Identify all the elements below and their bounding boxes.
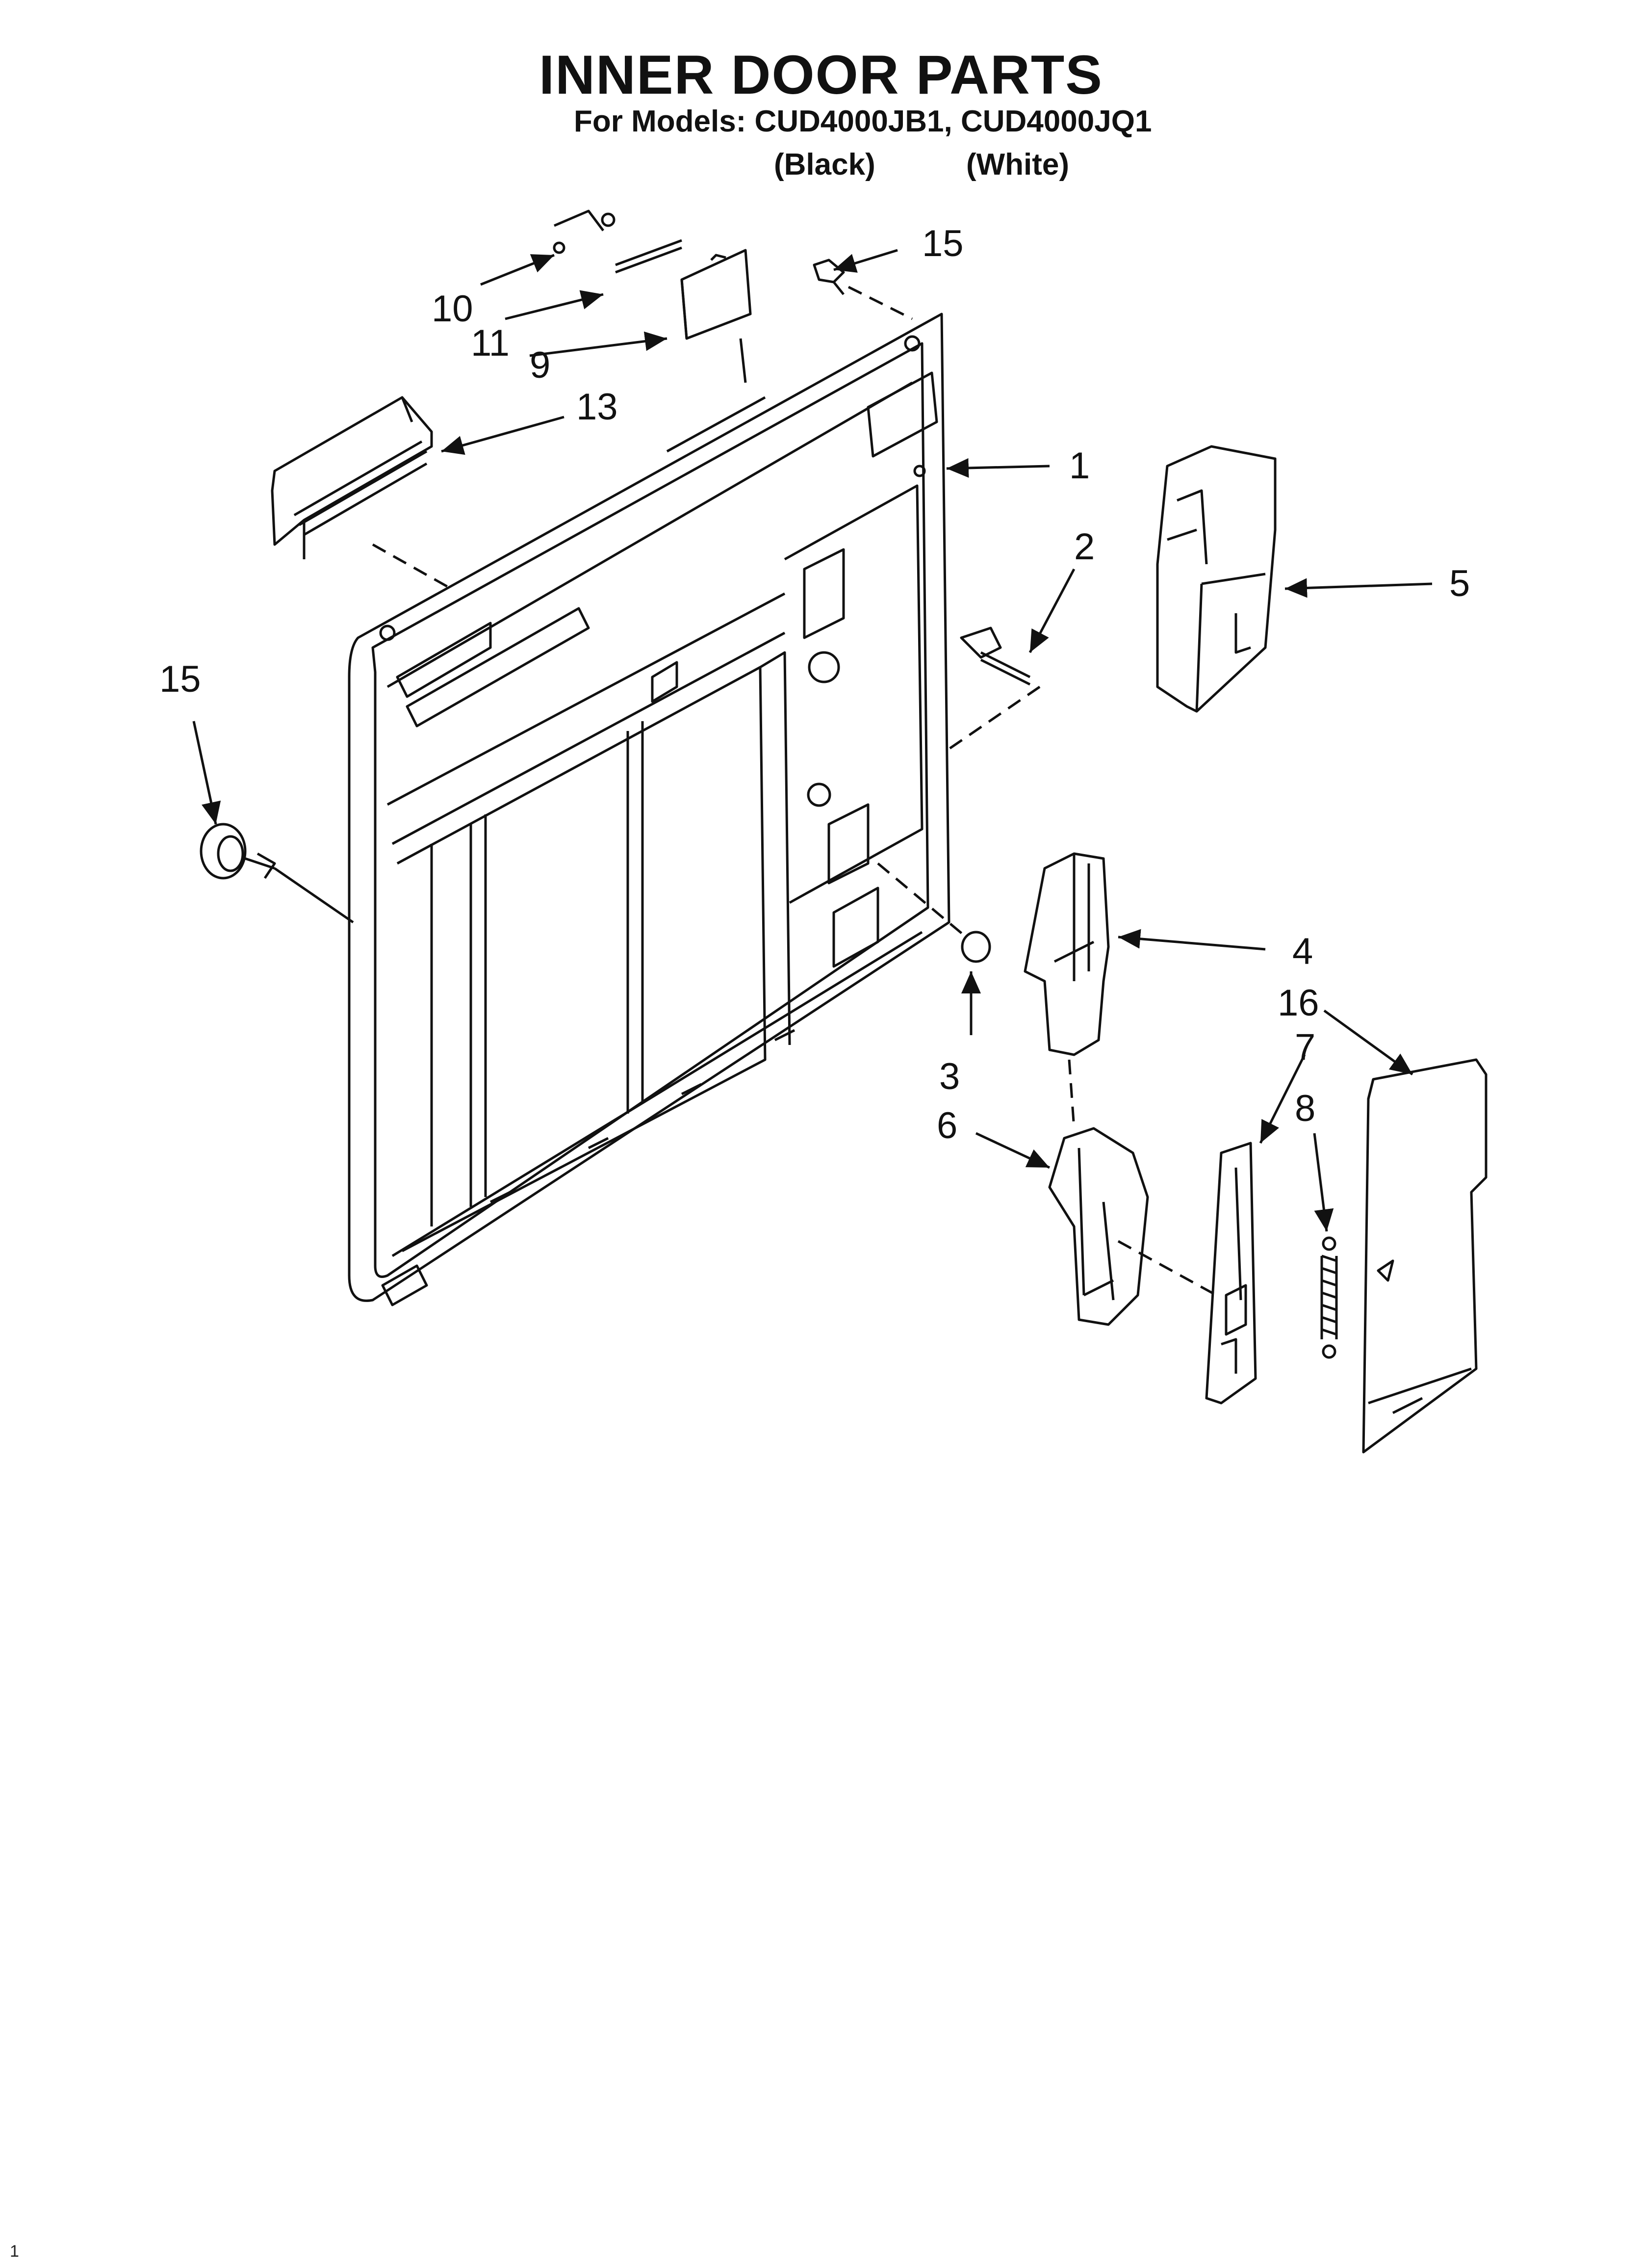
latch-assembly-part xyxy=(1156,445,1277,713)
callout-6: 6 xyxy=(937,1105,957,1147)
knob-part xyxy=(200,823,354,924)
latch-lever-part xyxy=(1024,852,1110,1129)
callout-4: 4 xyxy=(1292,931,1313,972)
latch-housing-part xyxy=(1048,1127,1217,1326)
inner-door-panel-part xyxy=(348,313,950,1306)
screw-part xyxy=(813,259,913,320)
slide-part xyxy=(1205,1142,1257,1405)
callout-9: 9 xyxy=(530,344,550,386)
callout-1: 1 xyxy=(1069,445,1090,487)
latch-pin-part xyxy=(946,626,1041,752)
callout-16: 16 xyxy=(1278,982,1319,1024)
vent-part xyxy=(271,396,452,590)
diagram-title: INNER DOOR PARTS xyxy=(539,44,1103,105)
nut-part xyxy=(877,862,991,963)
callout-15: 15 xyxy=(922,223,964,264)
callout-labels: 15 10 11 9 13 1 2 5 15 4 16 7 8 3 6 xyxy=(159,223,1470,1147)
spring-part xyxy=(1320,1236,1338,1359)
callout-7: 7 xyxy=(1295,1026,1315,1068)
leader-lines xyxy=(192,249,1433,1232)
callout-13: 15 xyxy=(159,658,201,700)
callout-8: 8 xyxy=(1295,1088,1315,1129)
callout-2: 2 xyxy=(1074,526,1095,568)
clip-and-pin-parts xyxy=(553,209,682,274)
variant-white: (White) xyxy=(966,148,1070,182)
variant-black: (Black) xyxy=(774,148,875,182)
callout-11: 11 xyxy=(471,322,510,364)
cover-part xyxy=(680,249,752,383)
shield-part xyxy=(1362,1058,1488,1454)
callout-5: 5 xyxy=(1449,563,1470,604)
models-line: For Models: CUD4000JB1, CUD4000JQ1 xyxy=(574,104,1152,138)
callout-12: 13 xyxy=(576,386,618,428)
callout-3: 3 xyxy=(939,1056,960,1097)
callout-10: 10 xyxy=(432,288,473,330)
page-number: 1 xyxy=(10,2242,19,2261)
